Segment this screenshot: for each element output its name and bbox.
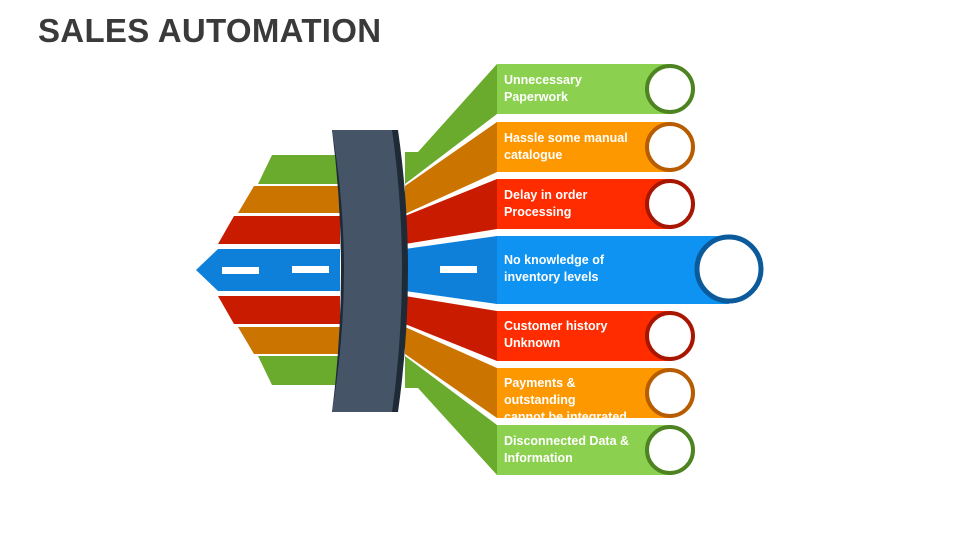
flow-green-top xyxy=(405,64,497,184)
strip-red-top xyxy=(218,216,340,244)
left-arrow-strips xyxy=(196,155,340,385)
item-circles xyxy=(645,64,764,475)
bar-unnecessary-paperwork xyxy=(497,64,672,114)
circle-inventory-knowledge xyxy=(694,234,764,304)
bar-customer-history xyxy=(497,311,672,361)
bar-payments xyxy=(497,368,672,418)
circle-unnecessary-paperwork xyxy=(645,64,695,114)
road-dashes xyxy=(222,266,477,274)
strip-blue-center xyxy=(196,249,340,291)
label-manual-catalogue: Hassle some manual catalogue xyxy=(504,131,628,162)
label-inventory-knowledge: No knowledge of inventory levels xyxy=(504,253,604,284)
flow-orange-bottom xyxy=(405,327,497,418)
circle-disconnected-data xyxy=(645,425,695,475)
strip-green-bottom xyxy=(258,356,340,385)
flow-orange-top xyxy=(405,122,497,214)
road-dash xyxy=(222,267,259,274)
item-bars xyxy=(497,64,729,475)
bar-order-delay xyxy=(497,179,672,229)
slide-title: SALES AUTOMATION xyxy=(38,12,382,49)
bar-inventory-knowledge xyxy=(497,236,729,304)
flow-red-bottom xyxy=(405,296,497,361)
flow-red-top xyxy=(405,179,497,244)
label-customer-history: Customer history Unknown xyxy=(504,319,608,350)
circle-order-delay xyxy=(645,179,695,229)
label-unnecessary-paperwork: Unnecessary Paperwork xyxy=(504,73,582,104)
bar-disconnected-data xyxy=(497,425,672,475)
bar-manual-catalogue xyxy=(497,122,672,172)
road-dash xyxy=(440,266,477,273)
circle-payments xyxy=(645,368,695,418)
tunnel-arch xyxy=(332,130,402,412)
flow-green-bottom xyxy=(405,356,497,475)
strip-red-bottom xyxy=(218,296,340,324)
strip-green-top xyxy=(258,155,340,184)
label-payments: Payments & outstanding cannot be integra… xyxy=(504,376,627,424)
circle-manual-catalogue xyxy=(645,122,695,172)
label-disconnected-data: Disconnected Data & Information xyxy=(504,434,630,465)
road-dash xyxy=(292,266,329,273)
label-order-delay: Delay in order Processing xyxy=(504,188,588,219)
strip-orange-bottom xyxy=(238,327,340,354)
tunnel xyxy=(332,130,408,412)
circle-customer-history xyxy=(645,311,695,361)
strip-orange-top xyxy=(238,186,340,213)
